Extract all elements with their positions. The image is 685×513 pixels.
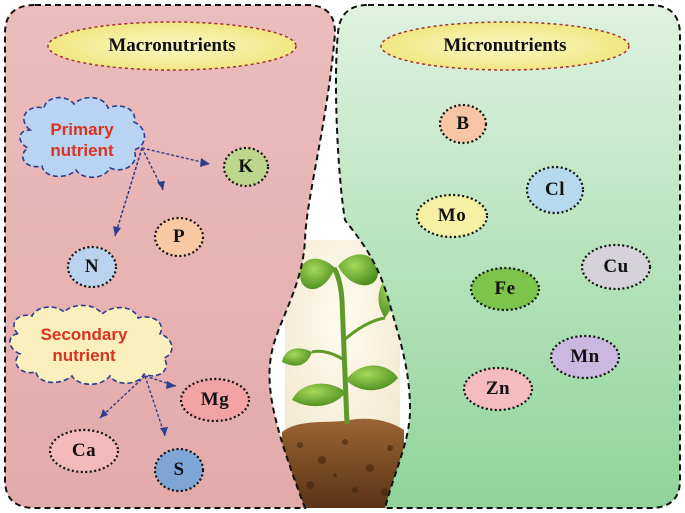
element-mn: Mn	[570, 346, 600, 367]
micronutrients-banner	[380, 21, 630, 71]
element-zn-ellipse	[462, 366, 534, 412]
micronutrients-title: Micronutrients	[443, 35, 567, 56]
element-cu-ellipse	[580, 243, 652, 291]
element-ca-ellipse	[48, 428, 120, 474]
element-mg-ellipse	[179, 377, 251, 423]
macronutrients-title: Macronutrients	[108, 35, 236, 56]
micronutrients-panel	[334, 4, 681, 509]
element-n: N	[84, 256, 100, 277]
element-k: K	[238, 156, 254, 177]
element-mo-ellipse	[415, 193, 489, 239]
macronutrients-banner	[47, 21, 297, 71]
secondary-nutrient-cloud	[9, 304, 173, 386]
element-cl-ellipse	[525, 165, 585, 215]
secondary-nutrient-label: Secondary nutrient	[41, 324, 128, 366]
primary-nutrient-cloud	[19, 96, 146, 179]
element-b-ellipse	[438, 103, 488, 145]
element-k-ellipse	[222, 146, 270, 188]
plant-seedling-icon	[282, 240, 404, 508]
element-mg: Mg	[200, 389, 230, 410]
element-p-ellipse	[153, 216, 205, 258]
element-cl: Cl	[545, 179, 565, 200]
element-mn-ellipse	[549, 334, 621, 380]
element-n-ellipse	[66, 245, 118, 289]
element-ca: Ca	[71, 440, 97, 461]
element-zn: Zn	[485, 378, 511, 399]
element-s: S	[173, 459, 185, 480]
element-mo: Mo	[437, 205, 467, 226]
element-p: P	[172, 226, 186, 247]
element-fe: Fe	[494, 278, 516, 299]
primary-line1: Primary	[50, 120, 114, 139]
secondary-line2: nutrient	[52, 346, 116, 365]
element-b: B	[456, 113, 470, 134]
element-s-ellipse	[153, 447, 205, 493]
arrow-heads	[100, 158, 210, 436]
element-fe-ellipse	[469, 266, 541, 312]
element-cu: Cu	[603, 256, 629, 277]
primary-nutrient-label: Primary nutrient	[50, 119, 113, 161]
primary-line2: nutrient	[50, 141, 114, 160]
nutrient-arrows	[99, 147, 211, 437]
secondary-line1: Secondary	[40, 325, 128, 344]
